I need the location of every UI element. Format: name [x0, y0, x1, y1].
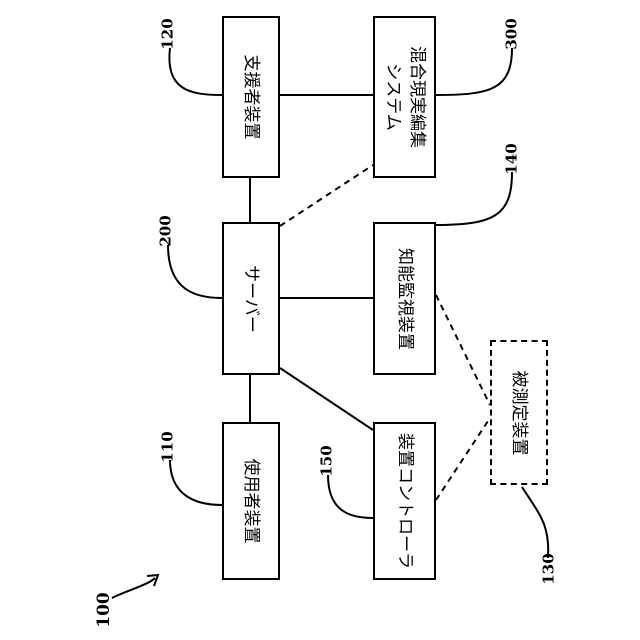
device-controller-label: 装置コントローラ	[393, 433, 417, 569]
lead-130	[522, 487, 548, 558]
intelligent-monitor-label: 知能監視装置	[393, 248, 417, 350]
ref-130: 130	[540, 553, 558, 584]
ref-300: 300	[503, 18, 521, 49]
user-device-label: 使用者装置	[239, 459, 263, 544]
mr-editing-system-label-line2: システム	[381, 46, 405, 148]
support-device-label: 支援者装置	[239, 55, 263, 140]
lead-150	[328, 475, 373, 518]
ref-120: 120	[159, 18, 177, 49]
intelligent-monitor-box: 知能監視装置	[373, 222, 436, 375]
mr-editing-system-label: 混合現実編集 システム	[381, 46, 429, 148]
link-server-controller	[280, 368, 373, 430]
ref-110: 110	[159, 431, 177, 462]
figure-number: 100	[94, 592, 114, 628]
server-box: サーバー	[222, 222, 280, 375]
lead-110	[170, 460, 222, 505]
support-device-box: 支援者装置	[222, 16, 280, 178]
mr-editing-system-label-line1: 混合現実編集	[405, 46, 429, 148]
lead-300	[436, 48, 512, 95]
ref-150: 150	[318, 445, 336, 476]
measured-device-box: 被測定装置	[490, 340, 548, 485]
mr-editing-system-box: 混合現実編集 システム	[373, 16, 436, 178]
lead-200	[168, 245, 222, 298]
link-monitor-measured-dashed	[436, 295, 490, 405]
ref-200: 200	[157, 215, 175, 246]
ref-140: 140	[503, 143, 521, 174]
measured-device-label: 被測定装置	[507, 370, 531, 455]
lead-140	[436, 172, 512, 225]
user-device-box: 使用者装置	[222, 422, 280, 580]
link-controller-measured-dashed	[436, 418, 490, 500]
lead-120	[169, 48, 222, 95]
server-label: サーバー	[239, 265, 263, 333]
device-controller-box: 装置コントローラ	[373, 422, 436, 580]
link-server-mr-dashed	[280, 165, 373, 226]
figure-arrow	[112, 578, 155, 598]
